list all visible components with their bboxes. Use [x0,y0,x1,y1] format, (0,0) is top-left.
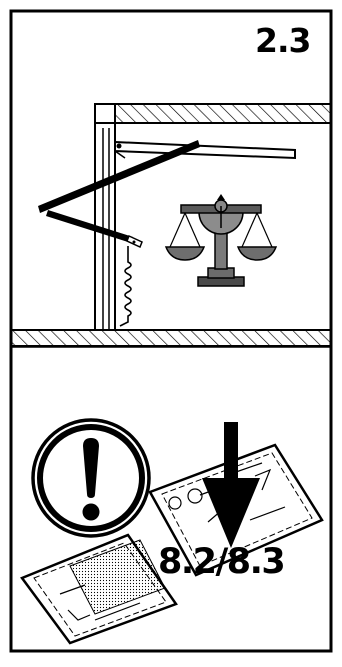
balance-scale-icon [164,194,278,287]
opener-rail-icon [114,140,296,160]
garage-door-frame-icon [10,103,332,347]
reference-sections-label: 8.2/8.3 [158,542,286,582]
spring-icon [119,246,132,327]
step-number: 2.3 [255,21,311,60]
warning-exclamation-icon [31,418,151,538]
down-arrow-icon [202,422,260,548]
door-arm-icon [38,140,200,249]
